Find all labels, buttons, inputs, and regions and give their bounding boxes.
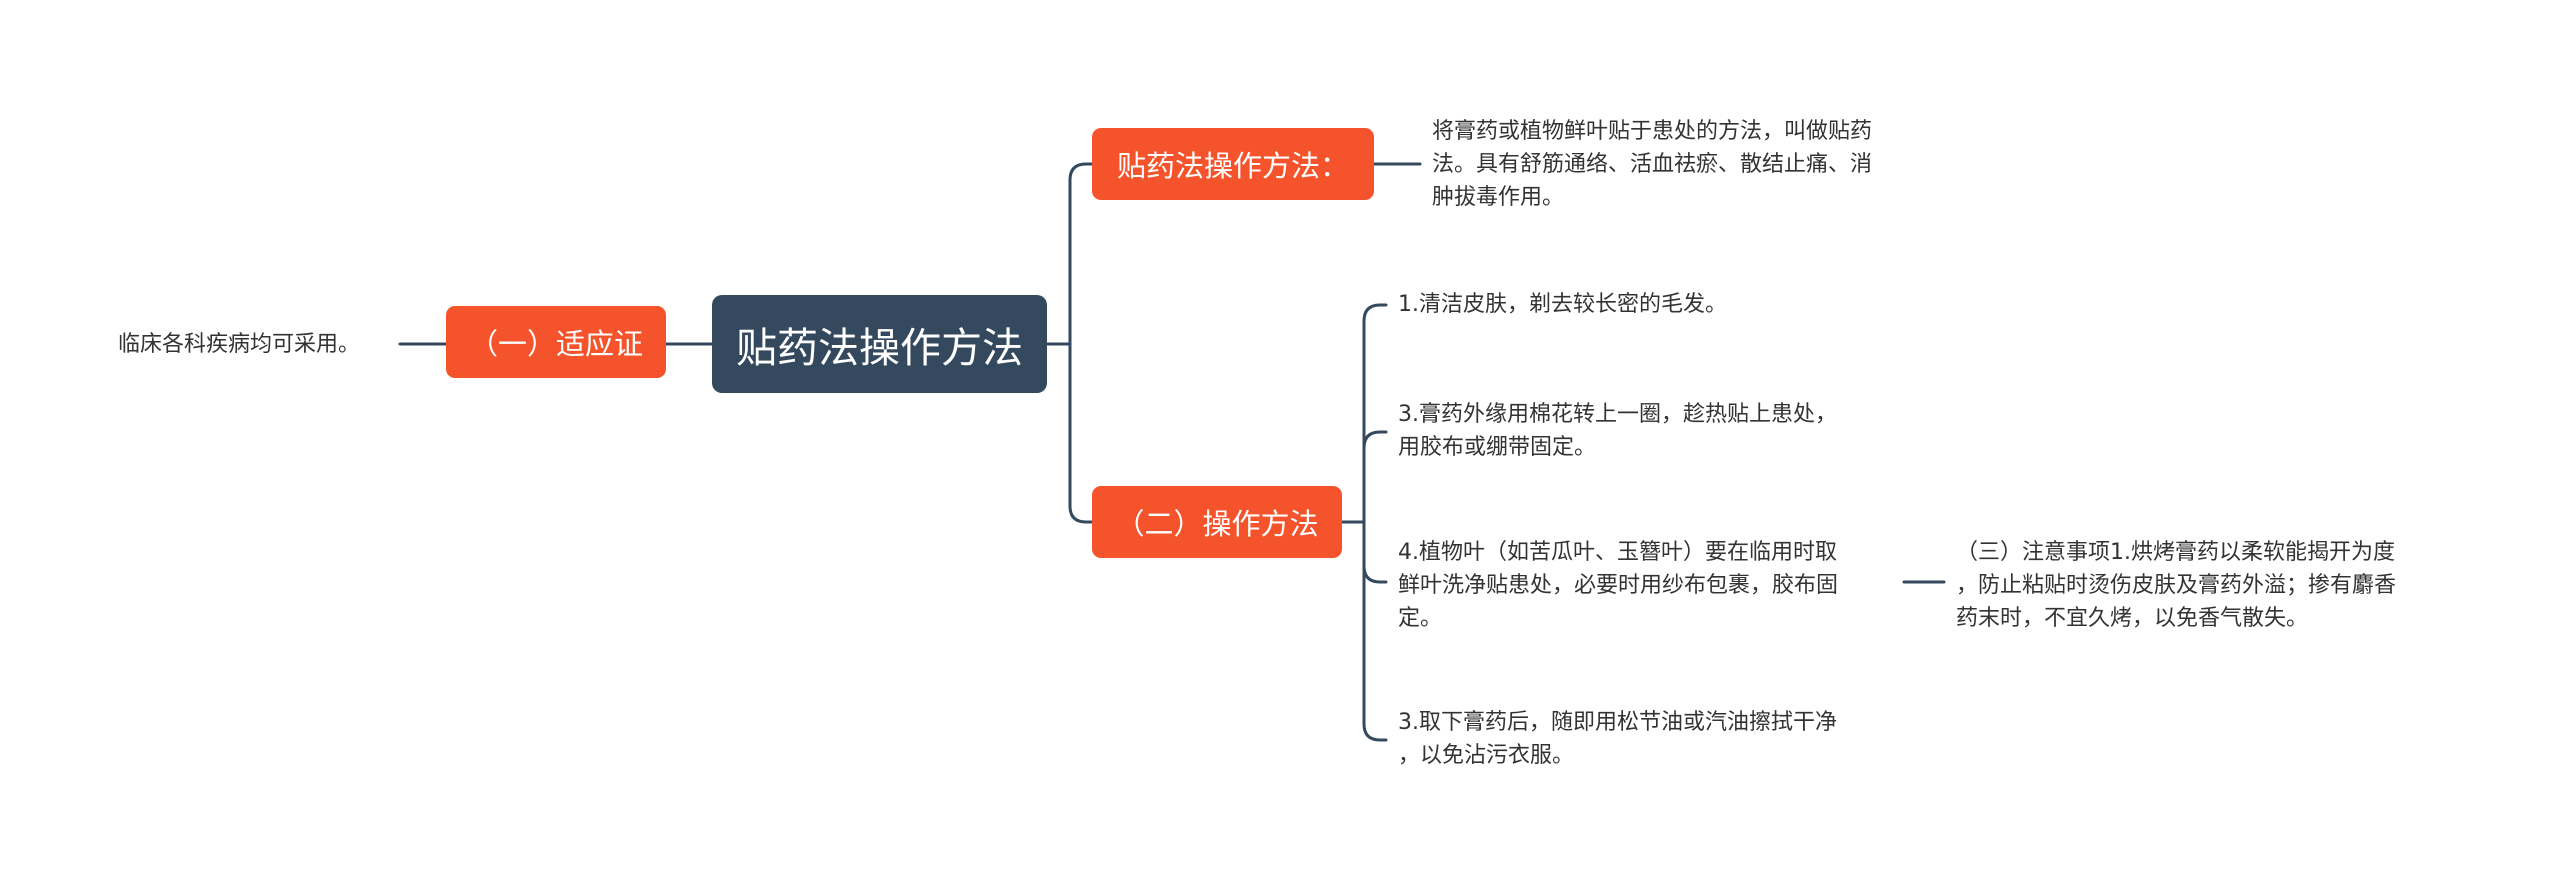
branch-definition[interactable]: 贴药法操作方法： bbox=[1092, 128, 1374, 200]
leaf-step-4[interactable]: 4.植物叶（如苦瓜叶、玉簪叶）要在临用时取 鲜叶洗净贴患处，必要时用纱布包裹，胶… bbox=[1398, 536, 1838, 635]
leaf-line: 定。 bbox=[1398, 606, 1443, 631]
leaf-step-3a[interactable]: 3.膏药外缘用棉花转上一圈，趁热贴上患处， 用胶布或绷带固定。 bbox=[1398, 398, 1837, 464]
branch-definition-label: 贴药法操作方法： bbox=[1116, 149, 1349, 183]
leaf-line: 肿拔毒作用。 bbox=[1432, 185, 1565, 210]
leaf-line: ，以免沾污衣服。 bbox=[1398, 743, 1575, 768]
connector-step4 bbox=[1362, 564, 1388, 584]
leaf-line: 临床各科疾病均可采用。 bbox=[118, 332, 361, 357]
leaf-step-3b[interactable]: 3.取下膏药后，随即用松节油或汽油擦拭干净 ，以免沾污衣服。 bbox=[1398, 706, 1837, 772]
leaf-line: 法。具有舒筋通络、活血祛瘀、散结止痛、消 bbox=[1432, 152, 1873, 177]
branch-indications[interactable]: （一）适应证 bbox=[446, 306, 666, 378]
leaf-line: 药末时，不宜久烤，以免香气散失。 bbox=[1956, 606, 2309, 631]
branch-procedure-label: （二）操作方法 bbox=[1115, 507, 1319, 541]
branch-procedure[interactable]: （二）操作方法 bbox=[1092, 486, 1342, 558]
leaf-step-1[interactable]: 1.清洁皮肤，剃去较长密的毛发。 bbox=[1398, 288, 1727, 321]
leaf-line: 1.清洁皮肤，剃去较长密的毛发。 bbox=[1398, 292, 1727, 317]
leaf-indications[interactable]: 临床各科疾病均可采用。 bbox=[118, 328, 360, 361]
branch-indications-label: （一）适应证 bbox=[468, 327, 643, 361]
leaf-line: 3.取下膏药后，随即用松节油或汽油擦拭干净 bbox=[1398, 710, 1837, 735]
leaf-line: 3.膏药外缘用棉花转上一圈，趁热贴上患处， bbox=[1398, 402, 1837, 427]
connector-step3a bbox=[1362, 430, 1388, 450]
leaf-line: 用胶布或绷带固定。 bbox=[1398, 435, 1597, 460]
root-topic-label: 贴药法操作方法 bbox=[736, 324, 1023, 372]
leaf-definition[interactable]: 将膏药或植物鲜叶贴于患处的方法，叫做贴药 法。具有舒筋通络、活血祛瘀、散结止痛、… bbox=[1432, 115, 1872, 214]
leaf-line: （三）注意事项1.烘烤膏药以柔软能揭开为度 bbox=[1956, 540, 2395, 565]
leaf-line: 将膏药或植物鲜叶贴于患处的方法，叫做贴药 bbox=[1432, 119, 1873, 144]
leaf-line: 鲜叶洗净贴患处，必要时用纱布包裹，胶布固 bbox=[1398, 573, 1839, 598]
leaf-line: ，防止粘贴时烫伤皮肤及膏药外溢；掺有麝香 bbox=[1956, 573, 2397, 598]
connector-steps-trunk bbox=[1362, 303, 1388, 742]
root-topic[interactable]: 贴药法操作方法 bbox=[712, 295, 1047, 393]
connector-right-trunk bbox=[1068, 162, 1094, 524]
leaf-line: 4.植物叶（如苦瓜叶、玉簪叶）要在临用时取 bbox=[1398, 540, 1837, 565]
leaf-precautions[interactable]: （三）注意事项1.烘烤膏药以柔软能揭开为度 ，防止粘贴时烫伤皮肤及膏药外溢；掺有… bbox=[1956, 536, 2396, 635]
